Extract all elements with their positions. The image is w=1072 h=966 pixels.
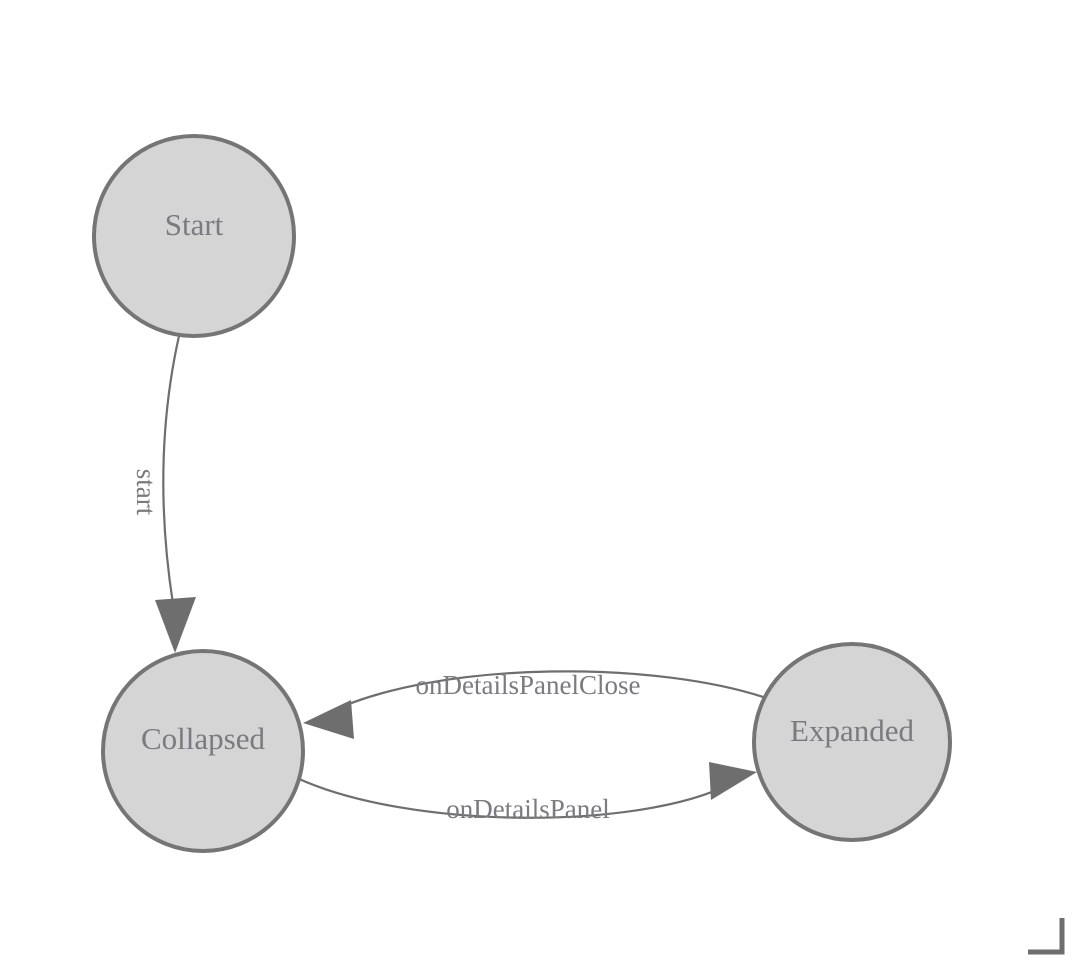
node-expanded-circle	[752, 642, 952, 842]
node-expanded-label: Expanded	[790, 713, 914, 748]
edge-path-expanded-to-collapsed	[328, 670, 774, 714]
canvas-corner-mark	[1028, 918, 1065, 955]
edge-path-collapsed-to-expanded	[295, 776, 732, 819]
arrowhead-into-expanded	[709, 762, 757, 800]
edge-label-on-details-panel: onDetailsPanel	[446, 794, 609, 824]
edge-start-to-collapsed[interactable]: start	[131, 334, 196, 653]
node-start-circle	[92, 134, 296, 338]
edge-path-start-to-collapsed	[162, 334, 181, 606]
edge-label-start: start	[131, 469, 161, 516]
edge-collapsed-to-expanded[interactable]: onDetailsPanel	[295, 762, 757, 824]
node-start[interactable]: Start	[92, 134, 296, 338]
node-collapsed[interactable]: Collapsed	[101, 649, 305, 853]
arrowhead-into-collapsed-top	[155, 597, 196, 653]
edge-expanded-to-collapsed[interactable]: onDetailsPanelClose	[303, 670, 774, 739]
node-collapsed-label: Collapsed	[141, 721, 265, 756]
arrowhead-into-collapsed-right	[303, 700, 354, 739]
node-start-label: Start	[165, 207, 224, 242]
node-expanded[interactable]: Expanded	[752, 642, 952, 842]
edge-label-on-details-panel-close: onDetailsPanelClose	[416, 670, 641, 700]
node-collapsed-circle	[101, 649, 305, 853]
